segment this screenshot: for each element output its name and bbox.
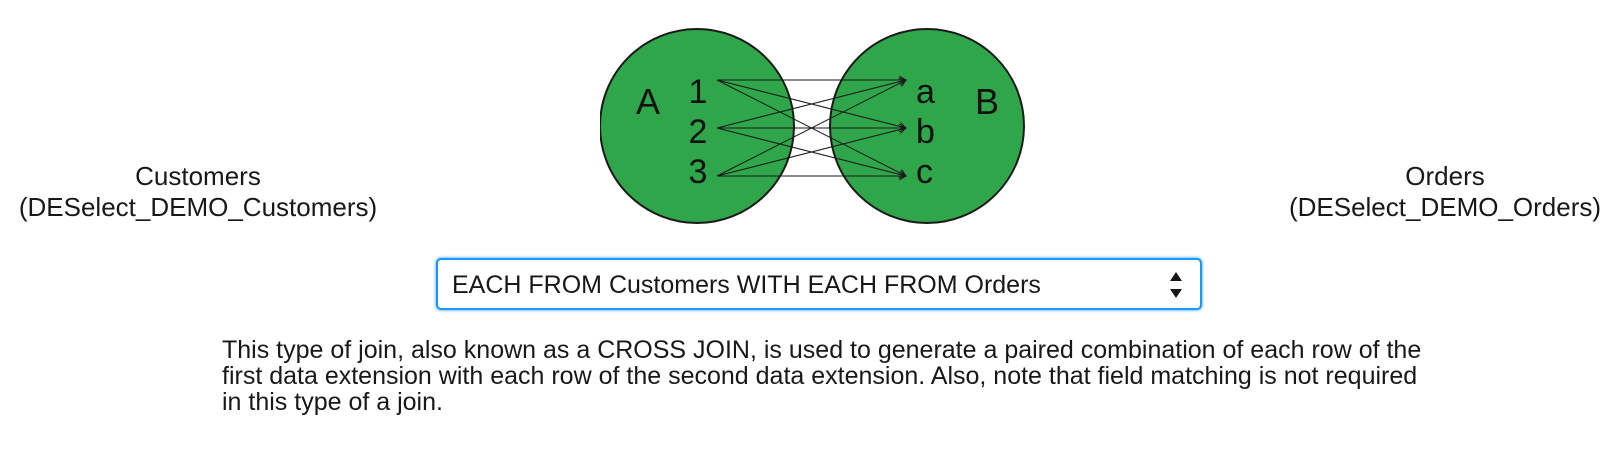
set-a-item: 3 [689, 153, 708, 191]
pairing-arrow [716, 128, 906, 177]
pairing-arrow [716, 80, 906, 177]
set-b-item: c [916, 153, 933, 191]
cross-join-venn-diagram: A B 1 2 3 a b c [600, 28, 1025, 224]
set-a-label: A [636, 81, 660, 122]
right-data-extension-name: Orders [1405, 161, 1485, 191]
set-b-item: a [916, 73, 935, 111]
set-a-item: 2 [689, 113, 708, 151]
join-type-select[interactable]: EACH FROM Customers WITH EACH FROM Order… [436, 258, 1202, 310]
set-a-item: 1 [689, 73, 708, 111]
left-data-extension-technical-name: (DESelect_DEMO_Customers) [18, 192, 378, 222]
join-type-selected-value: EACH FROM Customers WITH EACH FROM Order… [452, 271, 1041, 299]
select-up-arrow-icon [1170, 272, 1182, 281]
set-a-circle [600, 28, 795, 224]
right-data-extension-label: Orders (DESelect_DEMO_Orders) [1280, 161, 1610, 223]
join-description: This type of join, also known as a CROSS… [222, 336, 1422, 416]
right-data-extension-technical-name: (DESelect_DEMO_Orders) [1288, 192, 1602, 222]
pairing-arrow [716, 80, 906, 129]
pairing-arrows [716, 80, 906, 177]
left-data-extension-label: Customers (DESelect_DEMO_Customers) [8, 161, 388, 223]
select-down-arrow-icon [1170, 289, 1182, 298]
set-b-label: B [975, 81, 999, 122]
left-data-extension-name: Customers [135, 161, 261, 191]
set-b-item: b [916, 113, 935, 151]
set-b-circle [829, 28, 1025, 224]
